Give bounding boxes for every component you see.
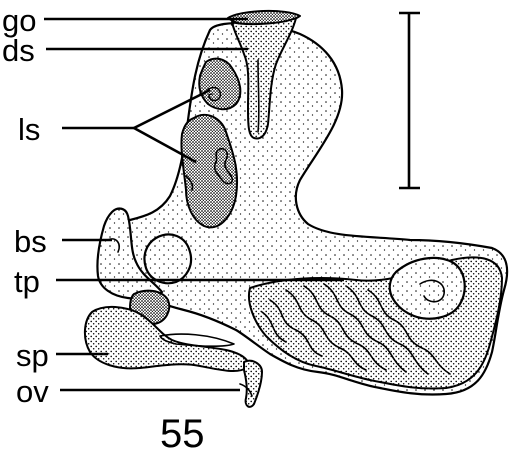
label-ls: ls [18,112,40,147]
scale-bar [399,13,420,188]
figure-number: 55 [160,412,205,456]
oviduct [240,361,262,407]
label-tp: tp [14,264,40,299]
label-sp: sp [16,338,49,373]
label-ds: ds [2,33,35,68]
label-ov: ov [16,374,49,409]
right-inner-loop [390,258,465,319]
inner-lobe [144,234,191,283]
label-bs: bs [14,224,47,259]
